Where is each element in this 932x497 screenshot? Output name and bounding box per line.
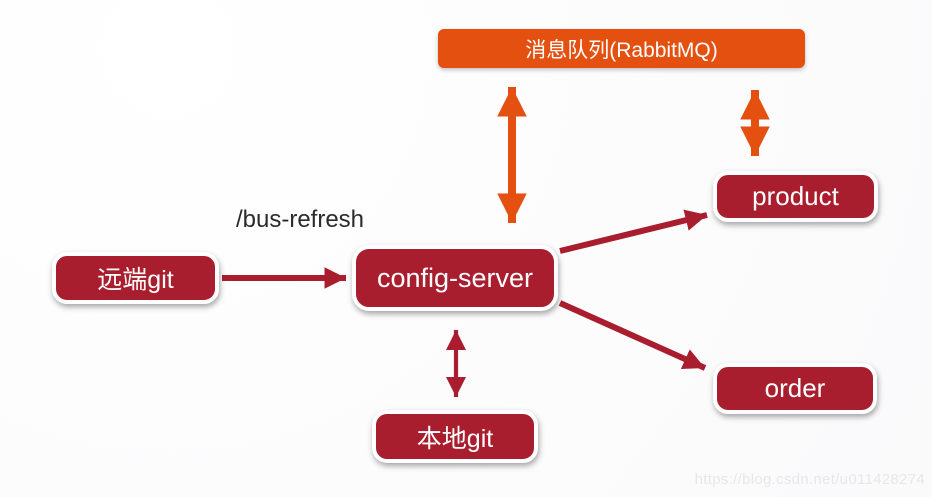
node-order-label: order xyxy=(764,373,826,403)
node-order: order xyxy=(713,363,877,414)
csdn-watermark: https://blog.csdn.net/u011428274 xyxy=(694,471,925,488)
node-config-server-label: config-server xyxy=(376,262,534,293)
node-local-git-label: 本地git xyxy=(416,424,494,453)
node-product-label: product xyxy=(752,181,839,211)
node-message-queue-rabbitmq: 消息队列(RabbitMQ) xyxy=(438,29,805,68)
edge-config-server-to-product xyxy=(559,209,708,254)
node-product: product xyxy=(713,171,878,222)
bus-refresh-edge-label: /bus-refresh xyxy=(235,206,365,233)
node-config-server: config-server xyxy=(352,245,558,311)
node-remote-git: 远端git xyxy=(52,252,219,304)
node-local-git: 本地git xyxy=(372,410,538,463)
node-message-queue-label: 消息队列(RabbitMQ) xyxy=(525,38,718,62)
edge-config-server-to-order xyxy=(558,300,707,371)
node-remote-git-label: 远端git xyxy=(97,266,174,294)
